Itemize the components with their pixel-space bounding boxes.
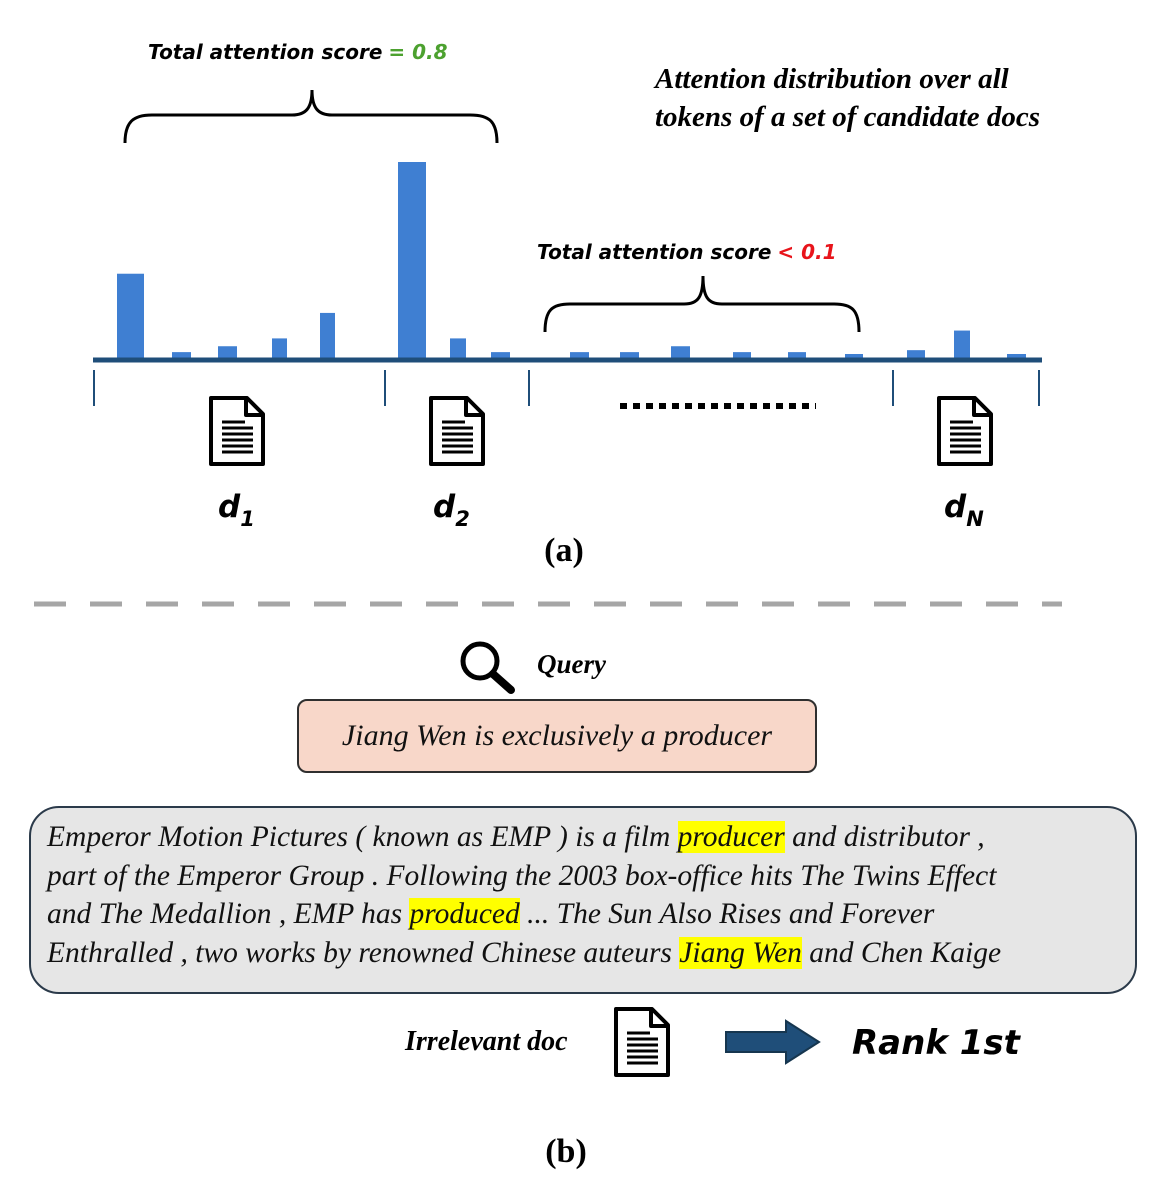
passage-line: Enthralled , two works by renowned Chine… — [47, 934, 1119, 973]
segment-ticks — [93, 370, 1040, 406]
passage-text: and distributor , — [784, 821, 985, 853]
attention-bars — [117, 162, 1026, 358]
passage-text: ... The Sun Also Rises and Forever — [519, 898, 935, 930]
highlighted-term: Jiang Wen — [679, 936, 802, 969]
passage-text: Emperor Motion Pictures ( known as EMP )… — [47, 821, 678, 853]
attention-bar — [671, 346, 690, 358]
doc-label-d2-sub: 2 — [455, 507, 470, 531]
total-score-low-value: < 0.1 — [777, 240, 836, 264]
query-label: Query — [537, 649, 607, 679]
attention-bar — [320, 312, 335, 358]
doc-label-d1: d1 — [218, 489, 255, 531]
attention-bar — [733, 352, 751, 358]
total-score-high-text: Total attention score — [148, 40, 382, 64]
doc-label-dn-sub: N — [966, 507, 984, 531]
attention-bar — [954, 330, 970, 358]
document-icon — [209, 396, 265, 466]
doc-label-dn-name: d — [944, 489, 967, 525]
passage-text: and The Medallion , EMP has — [47, 898, 410, 930]
doc-label-dn: dN — [944, 489, 984, 531]
total-score-high-value: = 0.8 — [388, 40, 447, 64]
attention-bar — [218, 346, 237, 358]
attention-bar — [491, 352, 510, 358]
retrieved-doc-passage: Emperor Motion Pictures ( known as EMP )… — [29, 806, 1137, 994]
total-score-low-text: Total attention score — [537, 240, 771, 264]
doc-label-d2-name: d — [433, 489, 456, 525]
attention-bar — [620, 352, 639, 358]
attention-bar — [398, 162, 426, 358]
doc-label-d1-sub: 1 — [240, 507, 255, 531]
passage-text: Enthralled , two works by renowned Chine… — [47, 936, 680, 969]
panel-a-caption: (a) — [544, 532, 584, 569]
total-score-low-label: Total attention score< 0.1 — [537, 240, 837, 264]
attention-bar — [845, 354, 863, 358]
attention-bar — [117, 273, 144, 358]
magnifier-icon — [460, 641, 515, 694]
attention-bar — [272, 338, 287, 358]
document-icon — [614, 1007, 670, 1077]
right-arrow-icon — [725, 1019, 821, 1065]
brace-high — [123, 89, 499, 144]
attention-bar — [907, 350, 925, 358]
passage-line: and The Medallion , EMP has produced ...… — [47, 895, 1119, 934]
passage-text: and Chen Kaige — [801, 936, 1002, 969]
highlighted-term: producer — [677, 821, 785, 853]
attention-header-line2: tokens of a set of candidate docs — [655, 101, 1040, 133]
passage-line: Emperor Motion Pictures ( known as EMP )… — [47, 818, 1119, 857]
doc-label-d2: d2 — [433, 489, 470, 531]
attention-header-line1: Attention distribution over all — [653, 63, 1010, 95]
attention-bar — [788, 352, 806, 358]
attention-bar — [172, 352, 191, 358]
doc-label-d1-name: d — [218, 489, 241, 525]
passage-text: part of the Emperor Group . Following th… — [47, 859, 997, 892]
highlighted-term: produced — [409, 898, 520, 930]
attention-bar — [570, 352, 589, 358]
passage-line: part of the Emperor Group . Following th… — [47, 857, 1119, 896]
total-score-high-label: Total attention score= 0.8 — [148, 40, 448, 64]
query-box: Jiang Wen is exclusively a producer — [297, 699, 817, 773]
document-icon — [937, 396, 993, 466]
attention-bar — [1007, 354, 1026, 358]
panel-b-caption: (b) — [545, 1133, 587, 1170]
brace-low — [543, 275, 861, 333]
irrelevant-doc-label: Irrelevant doc — [404, 1026, 568, 1057]
document-icon — [429, 396, 485, 466]
rank-label: Rank 1st — [852, 1023, 1022, 1063]
attention-bar — [450, 338, 466, 358]
query-text: Jiang Wen is exclusively a producer — [341, 719, 773, 752]
